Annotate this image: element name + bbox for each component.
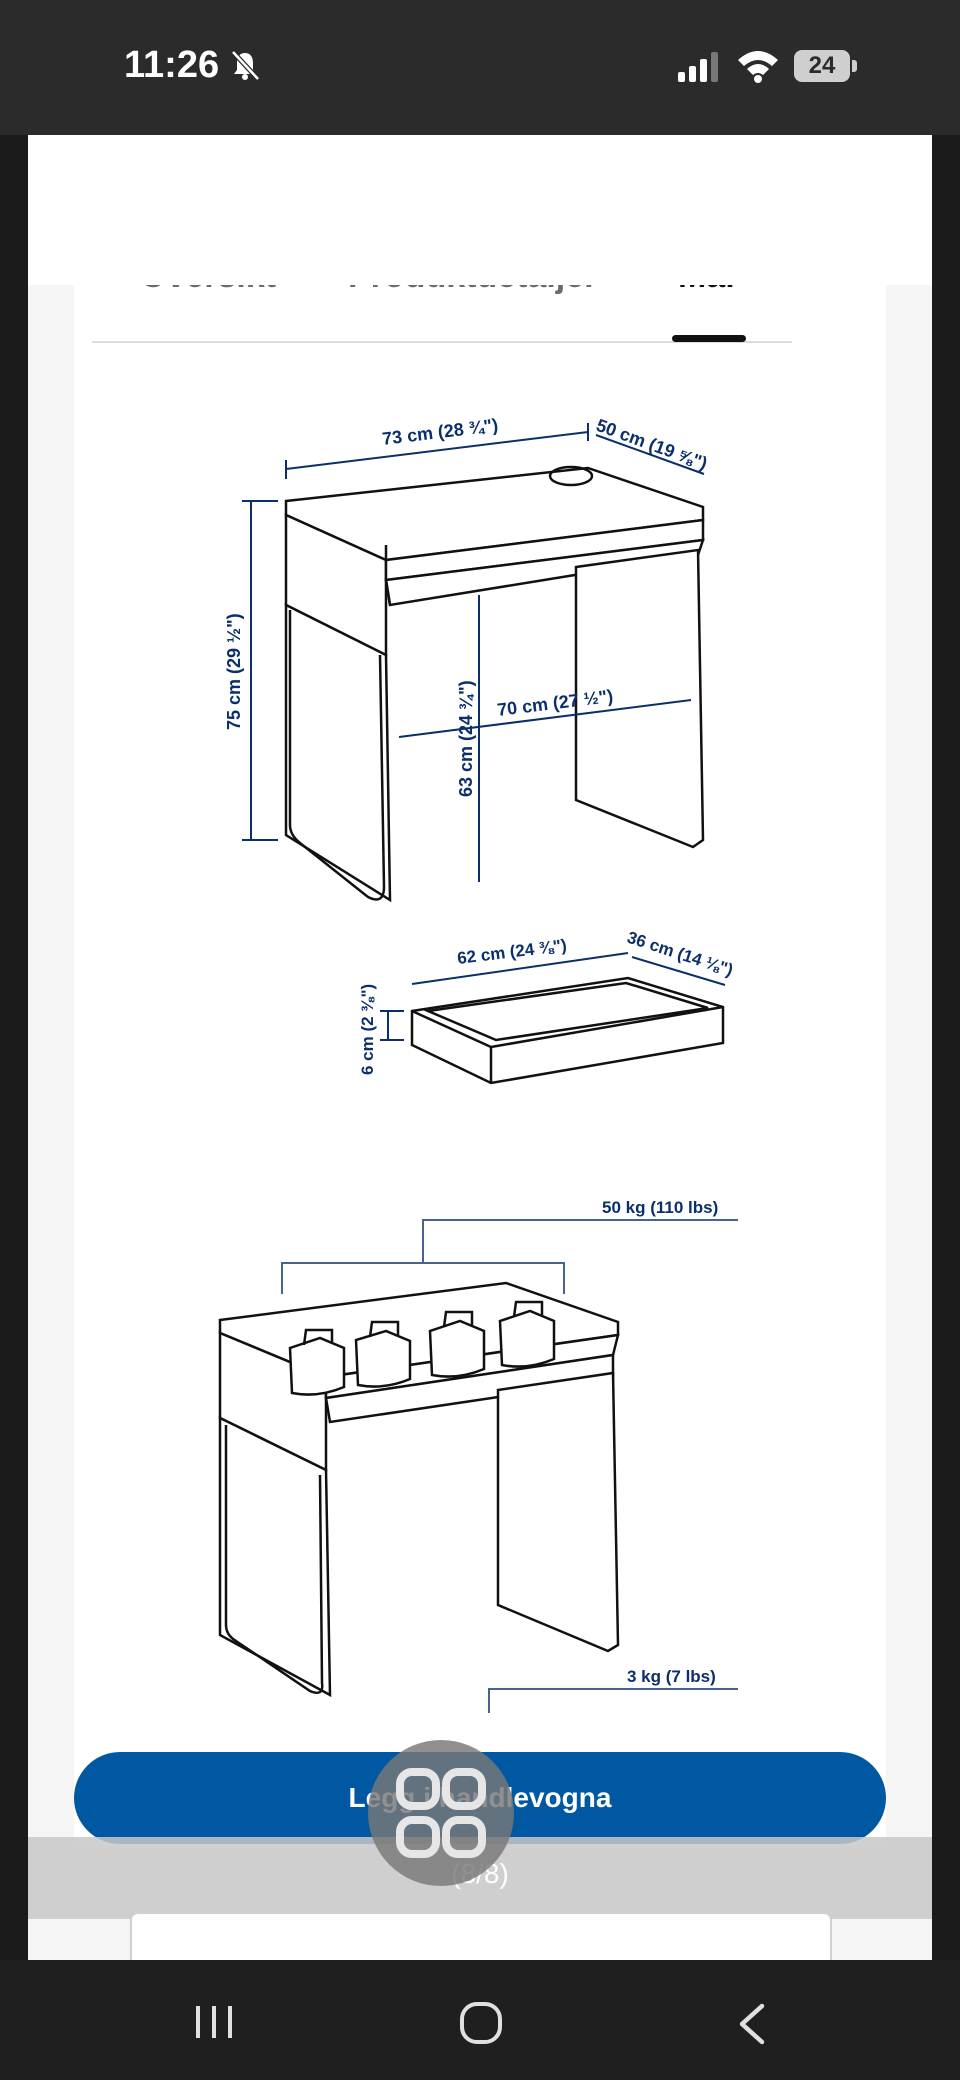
dim-leg-height: 63 cm (24 ¾") xyxy=(456,680,476,797)
desk-drawing xyxy=(284,465,705,903)
dim-width: 73 cm (28 ¾") xyxy=(381,415,499,449)
load-desk-drawing xyxy=(218,1281,620,1698)
dimension-drawings: 73 cm (28 ¾") 50 cm (19 ⅝") 75 cm (29 ½"… xyxy=(218,415,738,1713)
status-bar: 11:26 24 xyxy=(0,0,960,135)
dim-drawer-load: 3 kg (7 lbs) xyxy=(627,1667,716,1686)
page-content: IKEA Oversikt Produktdetaljer Mål xyxy=(28,135,932,1960)
grid-icon xyxy=(396,1768,486,1858)
system-nav-bar xyxy=(0,1960,960,2080)
drawer-drawing xyxy=(410,976,725,1085)
home-icon[interactable] xyxy=(458,2000,504,2046)
floating-app-switcher-button[interactable] xyxy=(368,1740,514,1886)
signal-icon xyxy=(678,52,718,82)
bell-muted-icon xyxy=(231,50,260,81)
back-icon[interactable] xyxy=(732,2002,772,2046)
dim-depth: 50 cm (19 ⅝") xyxy=(594,415,710,474)
dim-top-load: 50 kg (110 lbs) xyxy=(602,1198,718,1217)
tab-divider xyxy=(92,341,792,343)
recent-apps-icon[interactable] xyxy=(192,2002,236,2042)
status-time: 11:26 xyxy=(124,44,220,86)
tab-active-indicator xyxy=(672,335,746,342)
desk-dimension-lines xyxy=(242,423,705,882)
next-section-card xyxy=(130,1912,832,1964)
battery-icon: 24 xyxy=(794,50,850,82)
dim-height: 75 cm (29 ½") xyxy=(224,613,244,730)
drawer-dimension-lines xyxy=(380,952,726,1041)
load-lines xyxy=(281,1219,738,1713)
battery-tip xyxy=(852,60,857,72)
wifi-icon xyxy=(738,51,778,83)
dim-drawer-height: 6 cm (2 ⅜") xyxy=(358,984,377,1075)
